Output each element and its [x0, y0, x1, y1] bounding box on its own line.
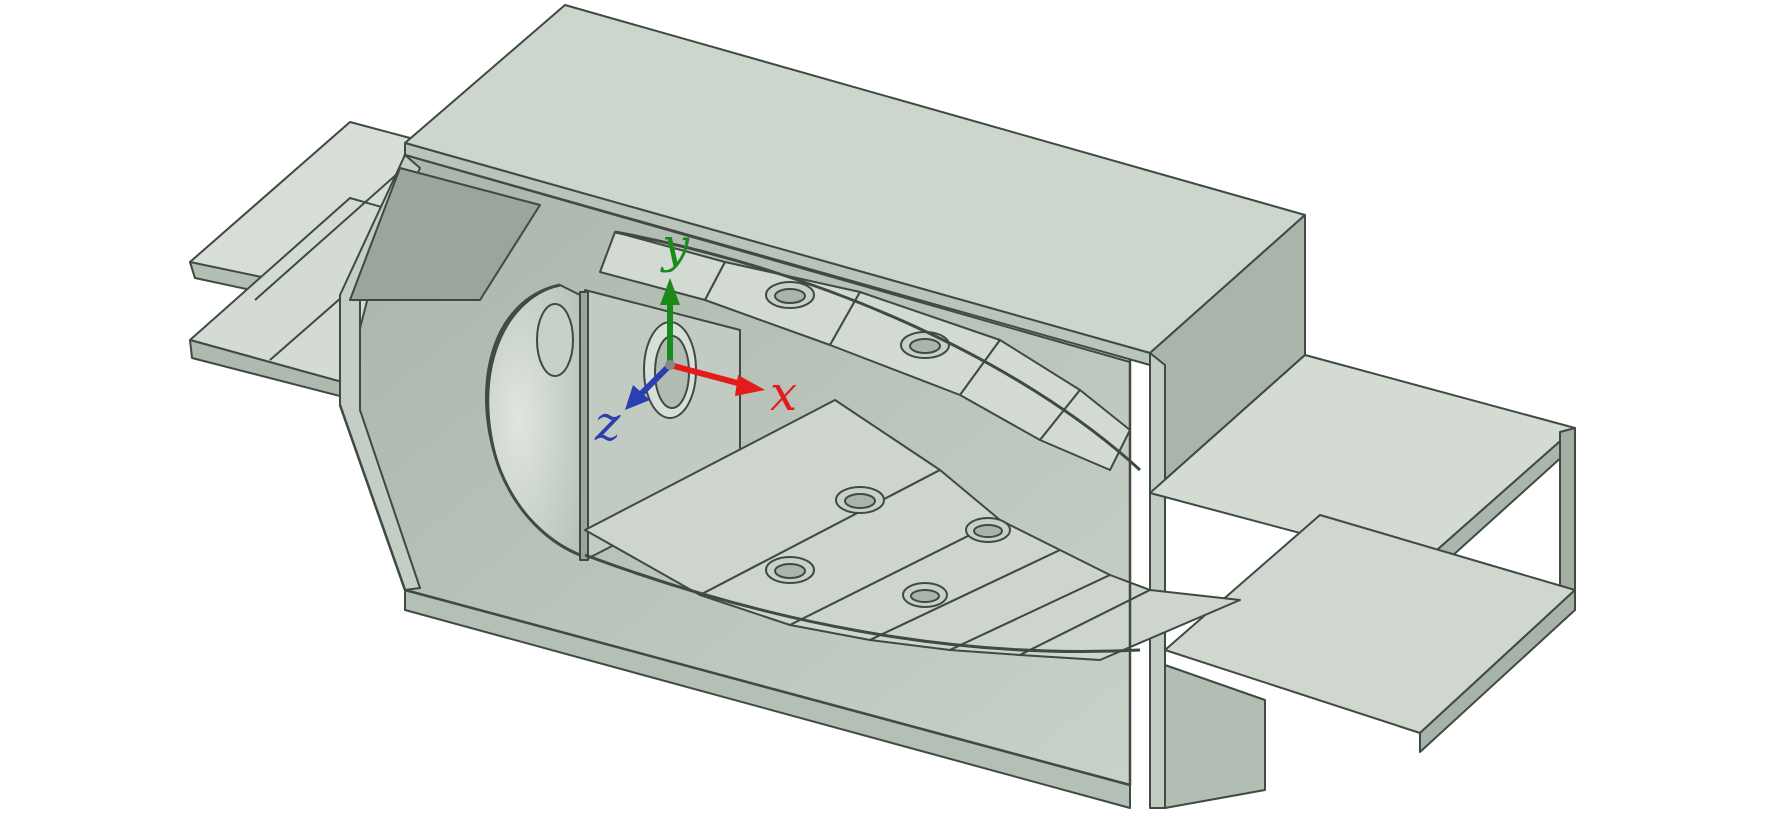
x-axis-arrow: [669, 362, 746, 388]
x-axis-label: x: [770, 366, 797, 422]
z-axis-arrowhead: [625, 385, 650, 410]
combustor-liner: [485, 230, 1241, 661]
z-axis-label: z: [594, 396, 621, 452]
primary-swirler-back: [536, 303, 574, 377]
triad-origin: [665, 360, 675, 370]
swirler-plate-edge: [579, 291, 589, 561]
outlet-lower-side: [1419, 589, 1576, 753]
y-axis-arrowhead: [660, 278, 680, 305]
housing-section-edge: [338, 360, 1132, 787]
z-axis-arrow: [637, 362, 673, 398]
housing-right-frame: [1149, 352, 1166, 809]
lower-dilution-holes: [765, 486, 1011, 608]
liner-arc-edge: [614, 230, 1142, 472]
liner-lower-arc-edge: [584, 553, 1141, 653]
x-axis-arrowhead: [735, 375, 765, 396]
outlet-inner-wall: [1164, 664, 1266, 809]
inlet-slot: [349, 167, 541, 301]
outlet-duct-right: [1149, 354, 1576, 809]
lower-liner-strips: [584, 399, 1241, 661]
coordinate-triad: x y z: [594, 218, 797, 452]
y-axis-label: y: [660, 218, 690, 274]
liner-dome-shell: [485, 283, 581, 557]
